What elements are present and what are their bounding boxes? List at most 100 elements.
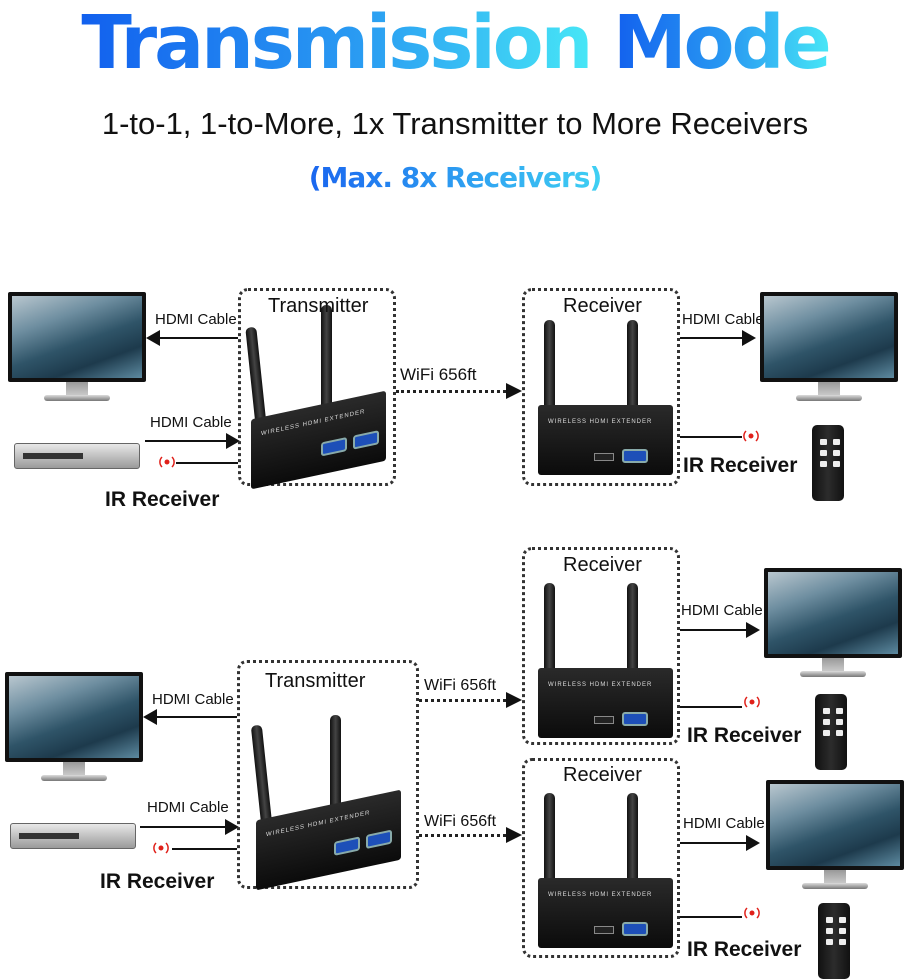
dvd-tray	[19, 833, 79, 839]
transmitter-box	[238, 288, 396, 486]
ir-cable-line	[176, 462, 238, 464]
dvd-tray	[23, 453, 83, 459]
remote-button	[823, 719, 830, 725]
vga-port	[366, 829, 392, 850]
monitor-base	[44, 395, 110, 401]
arrow-right	[680, 835, 760, 851]
hdmi-cable-label: HDMI Cable	[147, 799, 229, 816]
hdmi-port	[594, 926, 614, 934]
hdmi-port	[594, 716, 614, 724]
monitor-screen	[760, 292, 898, 382]
ir-receiver-label: IR Receiver	[105, 488, 220, 511]
receiver-box	[522, 758, 680, 958]
vga-port	[321, 436, 347, 457]
remote-button	[826, 917, 833, 923]
wifi-dotted-arrow	[419, 827, 522, 843]
remote-button	[833, 439, 840, 445]
screen-image	[12, 296, 142, 378]
monitor-screen	[764, 568, 902, 658]
receiver-label: Receiver	[563, 764, 642, 786]
wifi-dotted-arrow	[419, 692, 522, 708]
receiver-device: WIRELESS HDMI EXTENDER	[532, 793, 682, 968]
vga-port	[334, 836, 360, 856]
screen-image	[764, 296, 894, 378]
monitor-left	[8, 292, 146, 406]
dvd-player	[14, 443, 140, 469]
transmitter-label: Transmitter	[268, 295, 369, 317]
monitor-screen	[8, 292, 146, 382]
monitor-base	[796, 395, 862, 401]
hdmi-cable-label: HDMI Cable	[683, 815, 765, 832]
monitor-base	[41, 775, 107, 781]
monitor-left	[5, 672, 143, 786]
device-print: WIRELESS HDMI EXTENDER	[261, 409, 366, 438]
subtitle: 1-to-1, 1-to-More, 1x Transmitter to Mor…	[101, 106, 809, 141]
title-word-1: Transmission	[81, 0, 593, 86]
remote-button	[820, 450, 827, 456]
screen-image	[770, 784, 900, 866]
ir-signal-icon	[153, 842, 169, 854]
monitor-right	[766, 780, 904, 894]
hdmi-cable-label: HDMI Cable	[682, 311, 764, 328]
monitor-right	[764, 568, 902, 682]
remote-button	[833, 450, 840, 456]
remote-button	[823, 730, 830, 736]
arrow-left	[143, 709, 237, 725]
screen-image	[9, 676, 139, 758]
device-print: WIRELESS HDMI EXTENDER	[548, 419, 653, 425]
ir-signal-icon	[744, 696, 760, 708]
wifi-dotted-arrow	[396, 383, 522, 399]
monitor-neck	[818, 382, 840, 396]
wifi-range-label: WiFi 656ft	[424, 677, 497, 694]
ir-cable-line	[680, 916, 742, 918]
receiver-device: WIRELESS HDMI EXTENDER	[532, 320, 682, 495]
hdmi-cable-label: HDMI Cable	[150, 414, 232, 431]
device-print: WIRELESS HDMI EXTENDER	[548, 682, 653, 688]
antenna	[321, 305, 332, 415]
transmitter-device: WIRELESS HDMI EXTENDER	[245, 305, 395, 490]
antenna	[250, 724, 273, 826]
antenna	[544, 793, 555, 903]
arrow-right	[680, 622, 760, 638]
remote-button	[839, 917, 846, 923]
ir-signal-icon	[744, 907, 760, 919]
arrow-left	[146, 330, 238, 346]
receiver-label: Receiver	[563, 295, 642, 317]
monitor-base	[800, 671, 866, 677]
transmitter-device: WIRELESS HDMI EXTENDER	[250, 700, 401, 891]
ir-signal-icon	[743, 430, 759, 442]
monitor-neck	[63, 762, 85, 776]
device-body: WIRELESS HDMI EXTENDER	[538, 878, 673, 948]
monitor-screen	[5, 672, 143, 762]
vga-port	[622, 922, 648, 936]
remote-button	[836, 708, 843, 714]
remote-button	[836, 730, 843, 736]
monitor-neck	[66, 382, 88, 396]
hdmi-port	[594, 453, 614, 461]
remote-button	[833, 461, 840, 467]
vga-port	[353, 430, 379, 450]
ir-receiver-label: IR Receiver	[687, 724, 802, 747]
remote-button	[823, 708, 830, 714]
wifi-range-label: WiFi 656ft	[400, 365, 477, 384]
vga-port	[622, 712, 648, 726]
receiver-label: Receiver	[563, 554, 642, 576]
hdmi-cable-label: HDMI Cable	[152, 691, 234, 708]
monitor-right	[760, 292, 898, 406]
device-body: WIRELESS HDMI EXTENDER	[251, 390, 386, 490]
ir-receiver-label: IR Receiver	[100, 870, 215, 893]
antenna	[544, 320, 555, 430]
receiver-box	[522, 288, 680, 486]
remote-button	[826, 928, 833, 934]
receiver-box	[522, 547, 680, 745]
arrow-right	[140, 819, 239, 835]
monitor-screen	[766, 780, 904, 870]
antenna	[330, 715, 341, 810]
device-print: WIRELESS HDMI EXTENDER	[548, 892, 653, 898]
transmitter-label: Transmitter	[265, 670, 366, 692]
hdmi-cable-label: HDMI Cable	[681, 602, 763, 619]
antenna	[544, 583, 555, 693]
arrow-right	[145, 433, 240, 449]
remote-button	[826, 939, 833, 945]
ir-signal-icon	[159, 456, 175, 468]
